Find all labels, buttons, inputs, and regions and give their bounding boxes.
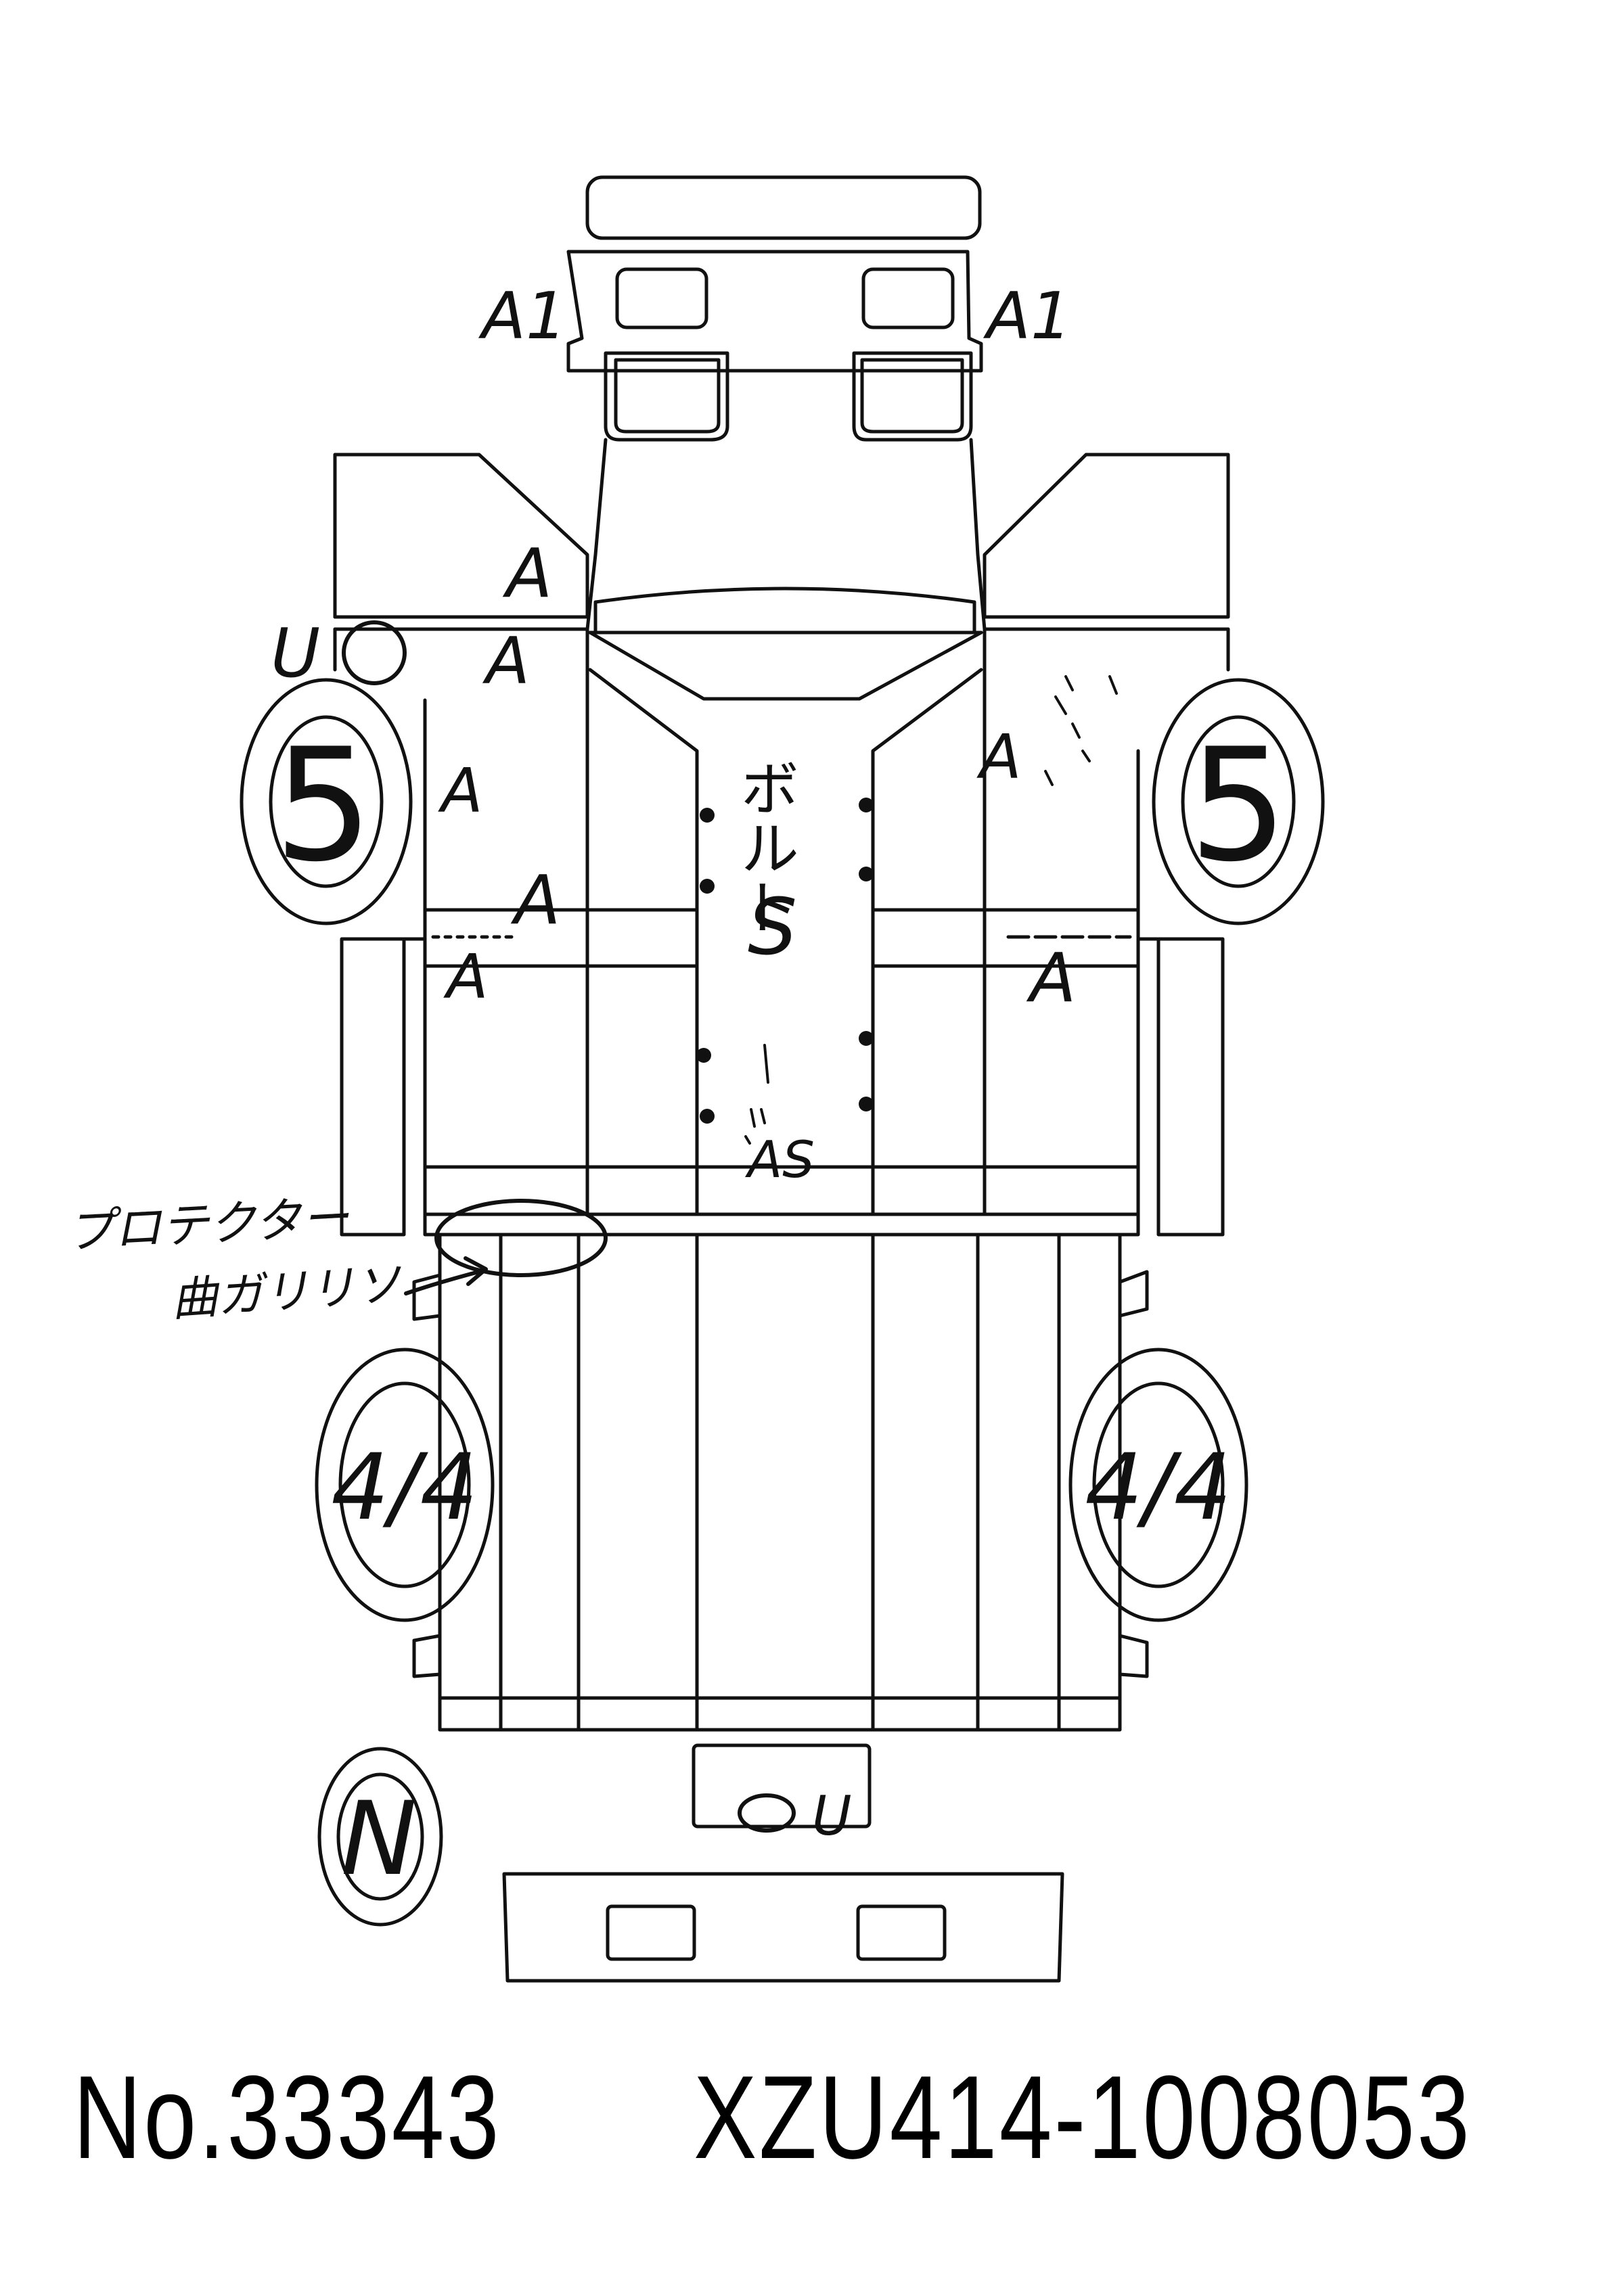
frame-bolt-label: ボルト <box>730 758 800 936</box>
u-mark-left: U <box>271 614 320 693</box>
left-headlamp <box>604 351 729 442</box>
bolt-dot <box>696 1048 711 1063</box>
scratch-ticks-right <box>1044 675 1118 786</box>
frame-s-mark: S <box>748 882 797 973</box>
cab-right-door-mark: A <box>976 722 1022 793</box>
rear-right-light <box>856 1904 947 1961</box>
rear-body <box>438 1233 1122 1732</box>
right-headlamp <box>852 351 973 442</box>
front-left-tire-mark: 5 <box>274 716 373 896</box>
cab-left-upper-mark: A <box>502 534 552 613</box>
right-mirror-panel <box>983 453 1230 619</box>
bolt-dot <box>859 798 874 812</box>
cab-left-mid-mark: A <box>482 624 530 699</box>
rear-center-mark: U <box>812 1785 852 1847</box>
front-right-light-mark: A1 <box>983 279 1071 354</box>
front-left-light <box>615 267 708 329</box>
note-arrow <box>404 1268 486 1295</box>
bolt-dot <box>700 808 715 823</box>
left-step <box>340 937 406 1237</box>
bolt-dot <box>859 867 874 881</box>
frame-as-mark: AS <box>745 1130 815 1189</box>
front-right-tire-mark: 5 <box>1189 716 1288 896</box>
windshield <box>593 587 976 635</box>
cross-member <box>423 1165 1140 1237</box>
note-line-2: 曲ガリリソ <box>170 1258 405 1327</box>
front-right-light <box>861 267 955 329</box>
rear-right-tire-mark: 4/4 <box>1085 1434 1232 1540</box>
bolt-dot <box>859 1097 874 1111</box>
cab-right-step-mark: A <box>1026 938 1076 1017</box>
rear-left-light <box>606 1904 696 1961</box>
bolt-dot <box>859 1031 874 1046</box>
right-door-panel <box>983 627 1230 1169</box>
u-mark-circle-left <box>342 620 407 685</box>
rear-right-tire <box>1068 1348 1248 1622</box>
lot-number: No.33343 <box>73 2052 501 2184</box>
bolt-dot <box>700 1109 715 1124</box>
spare-tire <box>317 1747 443 1927</box>
spare-tire-mark: N <box>341 1781 417 1898</box>
front-bumper <box>585 175 982 240</box>
cab-left-step-mark: A <box>443 942 489 1013</box>
bolt-dots <box>696 798 874 1124</box>
cab-left-lower-mark: A <box>510 860 560 940</box>
front-left-light-mark: A1 <box>478 279 566 354</box>
protector-damage-circle <box>434 1199 608 1277</box>
rear-left-tire-mark: 4/4 <box>331 1434 478 1540</box>
cab-inner-frame <box>588 630 983 701</box>
chassis-number: XZU414-1008053 <box>694 2052 1472 2184</box>
front-left-tire <box>240 678 413 925</box>
u-mark-circle-rear <box>738 1793 796 1833</box>
rear-left-tire <box>315 1348 495 1622</box>
cab-left-door-mark: A <box>438 756 483 827</box>
rear-bumper <box>502 1872 1064 1983</box>
note-line-1: プロテクター <box>66 1189 351 1260</box>
front-grille <box>566 250 983 373</box>
front-right-tire <box>1152 678 1325 925</box>
bolt-dot <box>700 879 715 894</box>
right-step <box>1156 937 1225 1237</box>
left-mirror-panel <box>333 453 589 619</box>
